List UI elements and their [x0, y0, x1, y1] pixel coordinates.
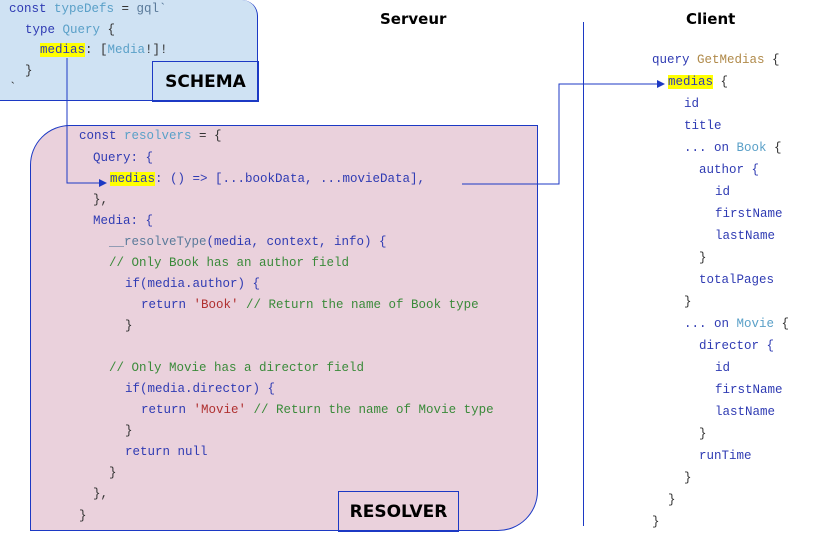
- client-line-14: director {: [699, 339, 775, 353]
- schema-line-4: }: [25, 64, 33, 78]
- client-line-15: id: [715, 361, 731, 375]
- schema-line-3: medias: [Media!]!: [40, 43, 168, 57]
- schema-line-2: type Query {: [25, 23, 116, 37]
- resolver-line-17: },: [93, 487, 109, 501]
- client-line-6: author {: [699, 163, 760, 177]
- resolver-line-14: }: [125, 424, 133, 438]
- client-line-10: }: [699, 251, 707, 265]
- resolver-line-18: }: [79, 509, 87, 523]
- resolver-line-1: const resolvers = {: [79, 129, 222, 143]
- client-line-13: ... on Movie {: [684, 317, 790, 331]
- resolver-line-13: return 'Movie' // Return the name of Mov…: [141, 403, 494, 417]
- resolver-line-4: },: [93, 193, 109, 207]
- client-line-19: runTime: [699, 449, 752, 463]
- resolver-line-6: __resolveType(media, context, info) {: [109, 235, 387, 249]
- client-medias-field: medias: [668, 75, 714, 89]
- client-line-18: }: [699, 427, 707, 441]
- client-header: Client: [686, 10, 736, 28]
- server-header: Serveur: [380, 10, 447, 28]
- resolver-panel: [30, 125, 538, 531]
- client-line-3: id: [684, 97, 700, 111]
- resolver-line-12: if(media.director) {: [125, 382, 276, 396]
- resolver-line-5: Media: {: [93, 214, 154, 228]
- client-line-4: title: [684, 119, 722, 133]
- resolver-line-15: return null: [125, 445, 208, 459]
- client-line-7: id: [715, 185, 731, 199]
- client-line-20: }: [684, 471, 692, 485]
- client-line-17: lastName: [715, 405, 776, 419]
- client-line-9: lastName: [715, 229, 776, 243]
- schema-line-5: `: [9, 81, 17, 95]
- client-line-12: }: [684, 295, 692, 309]
- resolver-line-8: if(media.author) {: [125, 277, 261, 291]
- resolver-label: RESOLVER: [338, 491, 459, 532]
- resolver-line-11: // Only Movie has a director field: [109, 361, 365, 375]
- resolver-line-2: Query: {: [93, 151, 154, 165]
- schema-label: SCHEMA: [152, 61, 259, 102]
- client-line-8: firstName: [715, 207, 783, 221]
- client-line-1: query GetMedias {: [652, 53, 780, 67]
- client-line-21: }: [668, 493, 676, 507]
- client-line-2: medias {: [668, 75, 729, 89]
- client-line-11: totalPages: [699, 273, 775, 287]
- client-line-22: }: [652, 515, 660, 529]
- resolver-line-3: medias: () => [...bookData, ...movieData…: [110, 172, 426, 186]
- resolver-line-9: return 'Book' // Return the name of Book…: [141, 298, 479, 312]
- resolver-line-7: // Only Book has an author field: [109, 256, 350, 270]
- client-line-5: ... on Book {: [684, 141, 782, 155]
- schema-medias-field: medias: [40, 43, 86, 57]
- resolver-medias-field: medias: [110, 172, 156, 186]
- resolver-line-16: }: [109, 466, 117, 480]
- client-line-16: firstName: [715, 383, 783, 397]
- server-client-divider: [583, 22, 584, 526]
- schema-line-1: const typeDefs = gql`: [9, 2, 167, 16]
- resolver-line-10: }: [125, 319, 133, 333]
